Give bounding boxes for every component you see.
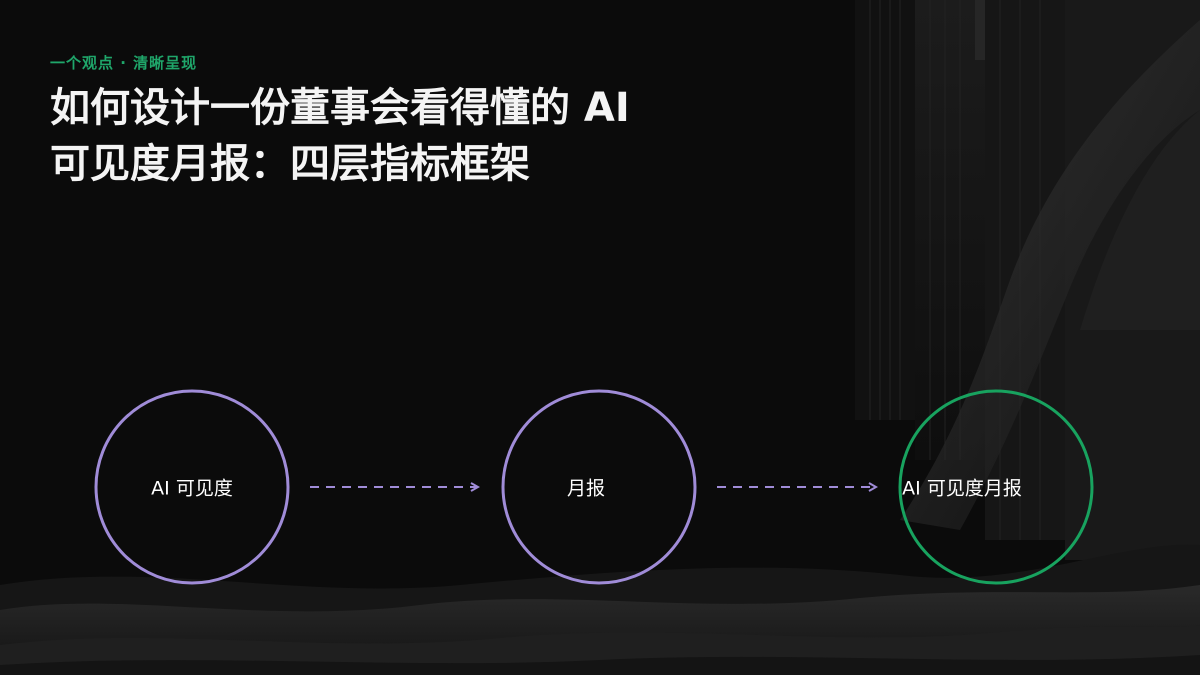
flow-node-label-2: 月报 [566,477,606,500]
flow-node-circle-3 [898,389,1094,585]
dune-waves [0,544,1200,675]
page-title: 如何设计一份董事会看得懂的 AI 可见度月报：四层指标框架 [50,80,810,192]
title-line-2: 可见度月报：四层指标框架 [50,141,530,187]
flow-node-label-3: AI 可见度月报 [902,477,1022,500]
title-line-1: 如何设计一份董事会看得懂的 AI [50,85,630,131]
eyebrow-tagline: 一个观点 · 清晰呈现 [50,54,198,72]
ribbon-swoosh [900,20,1200,530]
flow-node-circle-2 [501,389,697,585]
flow-node-circle-1 [94,389,290,585]
flow-node-label-1: AI 可见度 [151,477,233,500]
